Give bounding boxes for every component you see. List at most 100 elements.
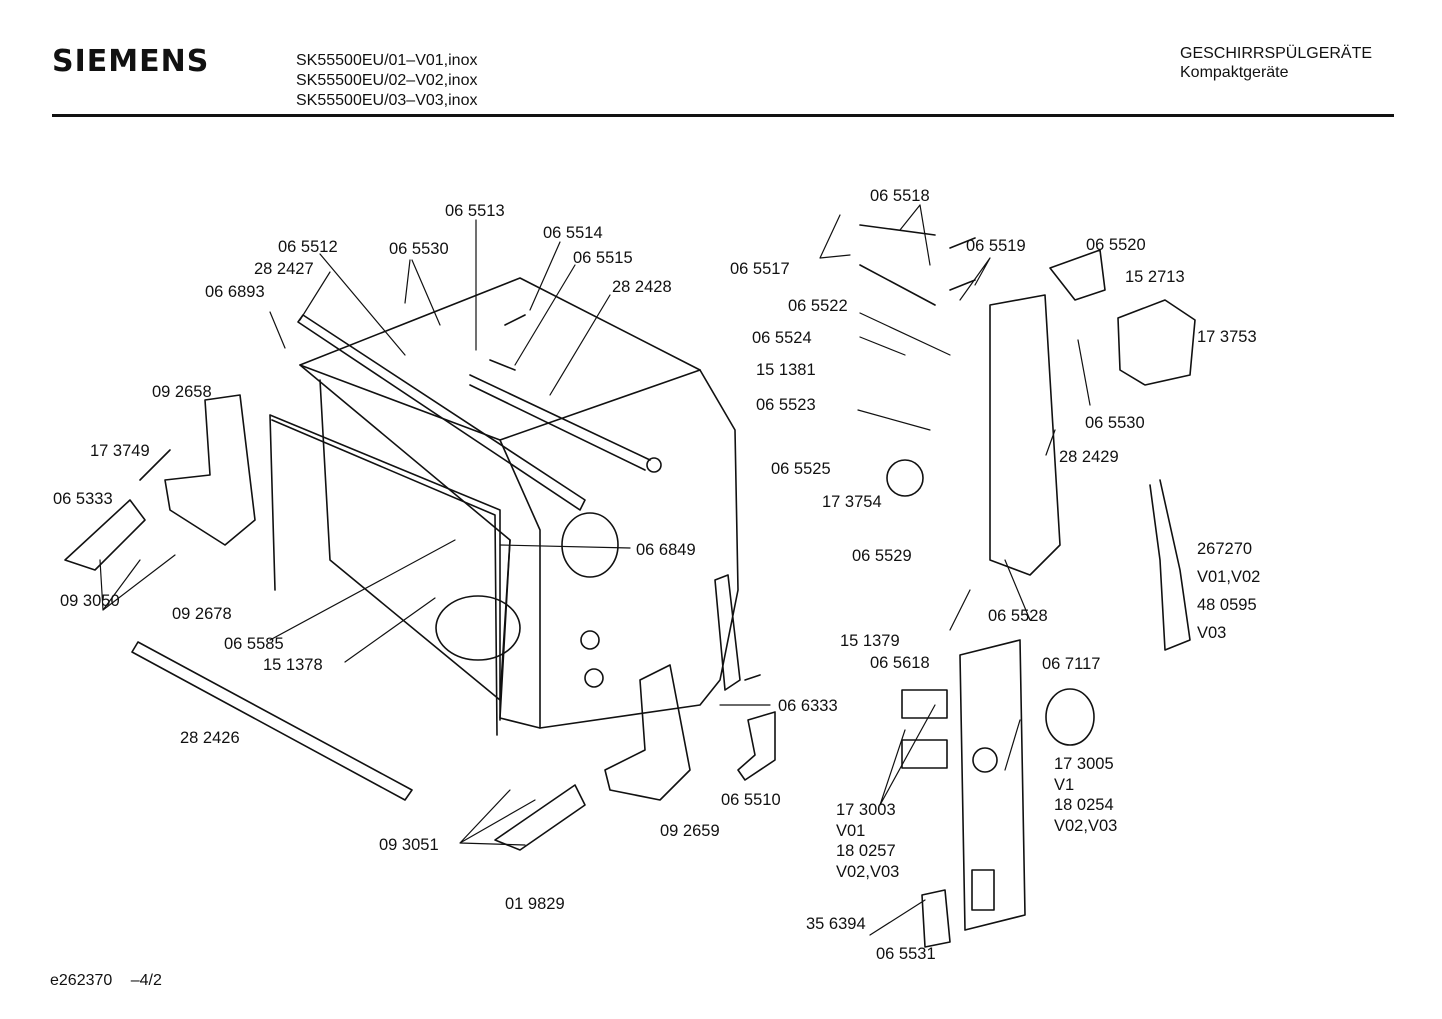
category-heading: GESCHIRRSPÜLGERÄTE Kompaktgeräte — [1180, 44, 1372, 82]
part-label: 15 1381 — [756, 361, 816, 379]
part-label: 17 3003 — [836, 801, 896, 819]
part-label: 06 6333 — [778, 697, 838, 715]
part-label: 06 5513 — [445, 202, 505, 220]
part-label: 06 5514 — [543, 224, 603, 242]
spring — [489, 359, 516, 371]
part-label: 06 5525 — [771, 460, 831, 478]
part-label: 18 0254 — [1054, 796, 1114, 814]
part-label: V1 — [1054, 776, 1074, 794]
part-label: 06 5529 — [852, 547, 912, 565]
part-label: 06 7117 — [1042, 655, 1100, 673]
diagram-drawing — [64, 204, 1196, 948]
part-label: 15 1378 — [263, 656, 323, 674]
bracket-09-2658 — [164, 394, 256, 546]
part-label: V03 — [1197, 624, 1226, 642]
button-17-3003 — [901, 689, 948, 719]
model-item: SK55500EU/01–V01,inox — [296, 52, 478, 69]
part-label: 17 3754 — [822, 493, 882, 511]
part-label: 15 1379 — [840, 632, 900, 650]
part-label: V02,V03 — [1054, 817, 1117, 835]
part-label: 06 5515 — [573, 249, 633, 267]
spring — [744, 674, 761, 681]
tub-sump — [435, 595, 521, 661]
part-label: 17 3005 — [1054, 755, 1114, 773]
part-label: 18 0257 — [836, 842, 896, 860]
side-rail — [714, 574, 741, 691]
part-label: 01 9829 — [505, 895, 565, 913]
part-label: 267270 — [1197, 540, 1252, 558]
button-17-3003 — [901, 739, 948, 769]
model-item: SK55500EU/03–V03,inox — [296, 92, 478, 109]
part-label: 17 3749 — [90, 442, 150, 460]
rod-06-5517 — [859, 224, 936, 306]
part-label: 06 5512 — [278, 238, 338, 256]
leader-lines — [99, 204, 1091, 936]
category-subtitle: Kompaktgeräte — [1180, 64, 1289, 81]
model-item: SK55500EU/02–V02,inox — [296, 72, 478, 89]
pulley-17-3754 — [886, 459, 924, 497]
rail-28-2427 — [297, 314, 586, 511]
part-label: 48 0595 — [1197, 596, 1257, 614]
page-number: –4/2 — [130, 972, 162, 989]
tub-top-edge — [299, 364, 701, 441]
housing-28-2429 — [989, 294, 1061, 576]
part-label: 06 6893 — [205, 283, 265, 301]
tub-inner-floor — [319, 379, 511, 701]
part-label: 06 5531 — [876, 945, 936, 963]
control-panel — [959, 639, 1026, 931]
brand-logo: SIEMENS — [52, 44, 210, 79]
part-label: 28 2429 — [1059, 448, 1119, 466]
cover-06-5520 — [1049, 249, 1106, 301]
part-label: 06 5517 — [730, 260, 790, 278]
clip-06-5510 — [737, 711, 776, 781]
part-label: 06 5510 — [721, 791, 781, 809]
door-seal — [269, 414, 501, 736]
part-label: 09 2658 — [152, 383, 212, 401]
hinge-left — [64, 499, 146, 571]
part-label: 09 2659 — [660, 822, 720, 840]
panel-slot — [971, 869, 995, 911]
label-35-6394 — [921, 889, 951, 948]
part-label: 09 2678 — [172, 605, 232, 623]
part-label: 28 2426 — [180, 729, 240, 747]
part-label: 06 6849 — [636, 541, 696, 559]
part-label: 06 5528 — [988, 607, 1048, 625]
spring — [504, 314, 526, 326]
strip-28-2426 — [131, 641, 413, 801]
knob-17-3005 — [1045, 688, 1095, 746]
part-label: 06 5522 — [788, 297, 848, 315]
part-label: 35 6394 — [806, 915, 866, 933]
part-label: 06 5518 — [870, 187, 930, 205]
part-label: 15 2713 — [1125, 268, 1185, 286]
hinge-bottom — [494, 784, 586, 851]
part-label: 06 5523 — [756, 396, 816, 414]
part-label: 06 5530 — [1085, 414, 1145, 432]
tub-bolt — [580, 630, 600, 650]
rail-eye — [646, 457, 662, 473]
spring — [949, 237, 976, 291]
tub-front-edge — [499, 439, 541, 729]
part-label: 06 5333 — [53, 490, 113, 508]
category-title: GESCHIRRSPÜLGERÄTE — [1180, 45, 1373, 62]
part-label: 28 2428 — [612, 278, 672, 296]
tub-bolt — [584, 668, 604, 688]
part-label: 28 2427 — [254, 260, 314, 278]
part-label: 06 5519 — [966, 237, 1026, 255]
footer: e262370 –4/2 — [50, 972, 162, 990]
part-label: 17 3753 — [1197, 328, 1257, 346]
part-label: V02,V03 — [836, 863, 899, 881]
drawing-id: e262370 — [50, 972, 113, 989]
part-label: V01,V02 — [1197, 568, 1260, 586]
part-label: 06 5520 — [1086, 236, 1146, 254]
rail-28-2428 — [469, 374, 651, 471]
timer-15-2713 — [1117, 299, 1196, 386]
part-label: 06 5524 — [752, 329, 812, 347]
bracket-09-2659 — [604, 664, 691, 801]
part-label: V01 — [836, 822, 865, 840]
part-label: 06 5585 — [224, 635, 284, 653]
tub-body — [299, 277, 739, 729]
model-list: SK55500EU/01–V01,inox SK55500EU/02–V02,i… — [296, 51, 477, 111]
part-label: 09 3051 — [379, 836, 439, 854]
panel-hole — [972, 747, 998, 773]
